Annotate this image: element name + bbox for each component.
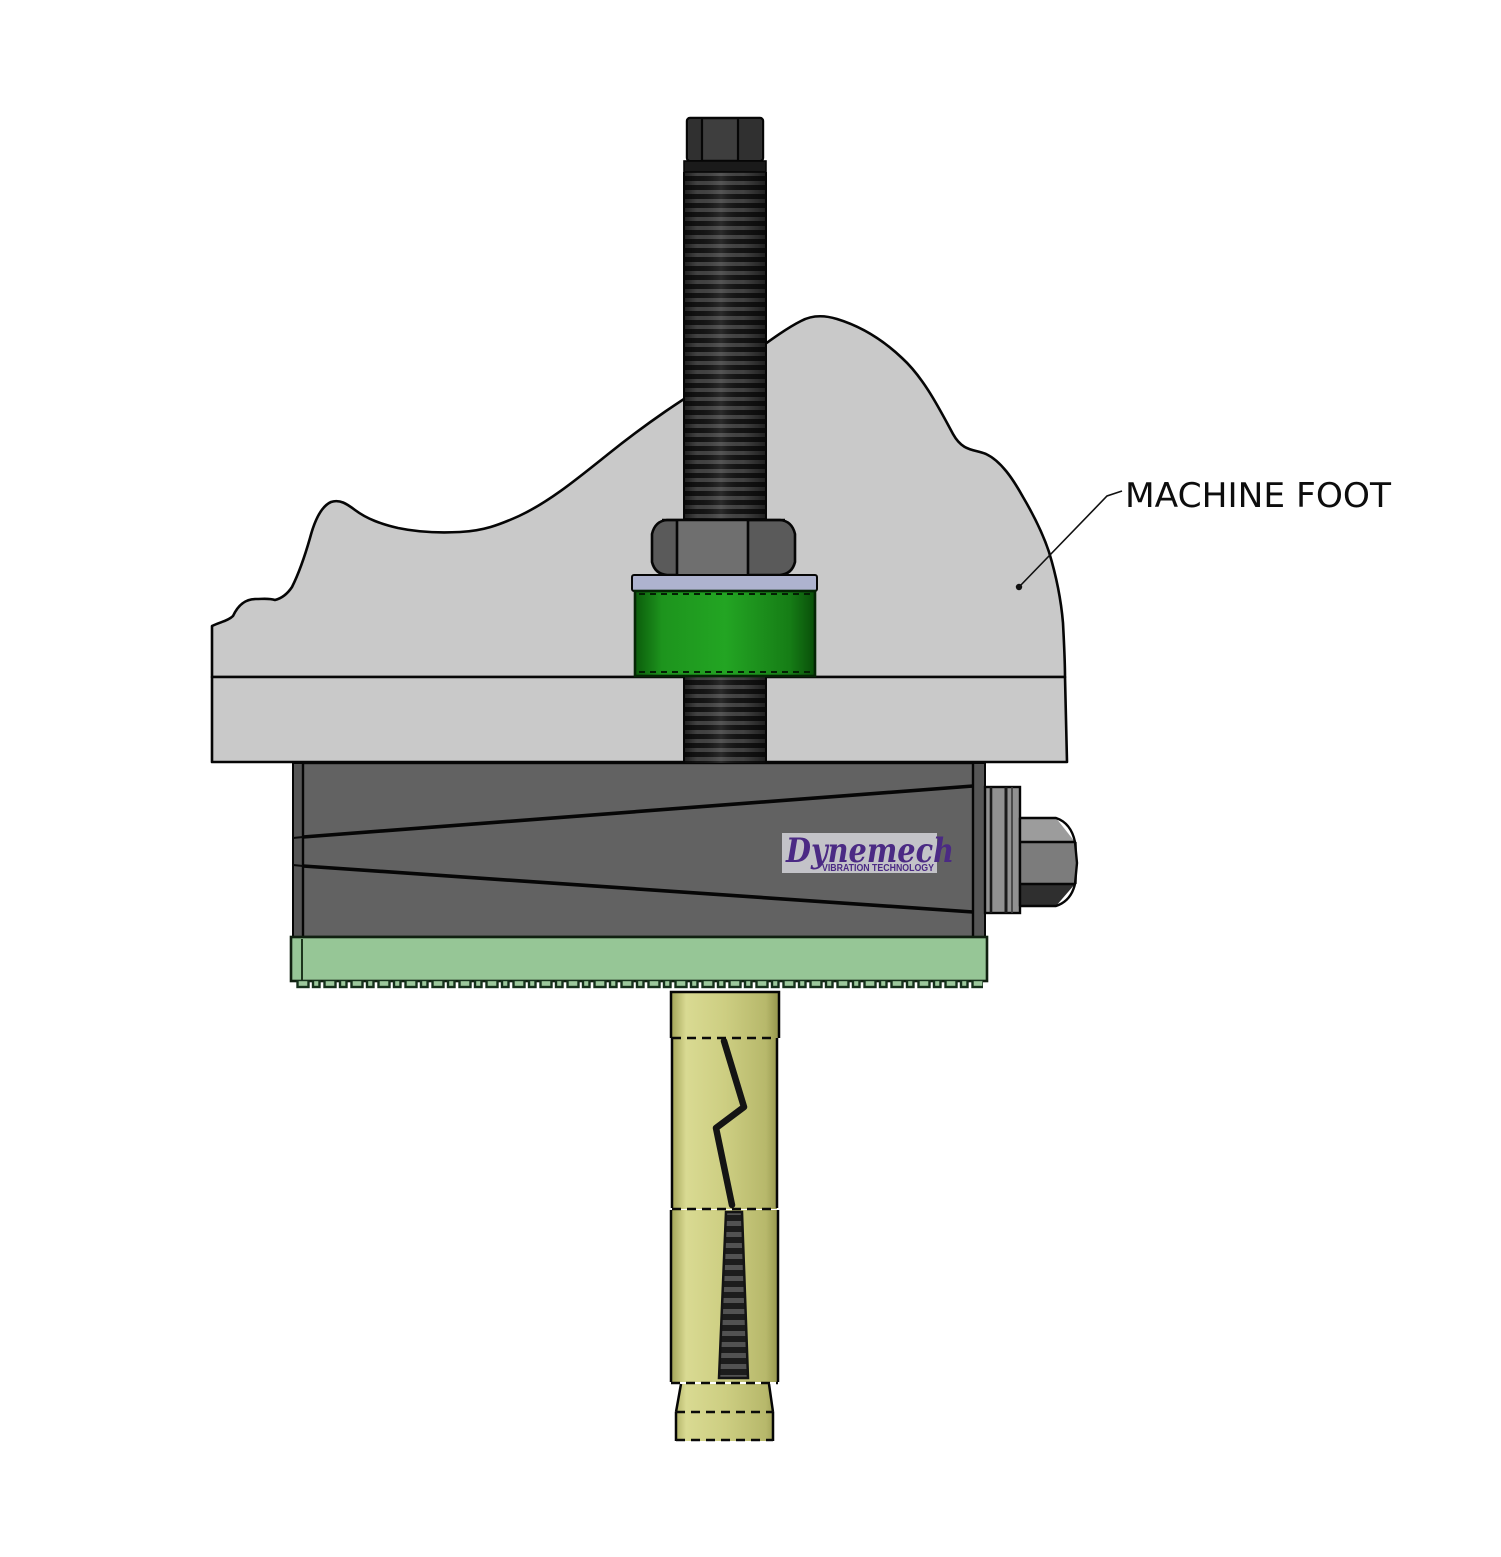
- side-nut-facet-mid: [1020, 842, 1077, 884]
- side-nut-facet-top: [1020, 818, 1075, 842]
- clamping-set: [631, 518, 818, 678]
- bolt-head-facet-left: [689, 120, 702, 159]
- top-hex-nut-center-facet: [677, 521, 748, 574]
- rubber-bushing: [633, 589, 817, 678]
- wedge-tick-upper: [292, 836, 304, 839]
- anchor-cone: [676, 1384, 773, 1412]
- side-clamp: [983, 785, 1079, 915]
- leader-line: [1018, 490, 1123, 588]
- annotation: MACHINE FOOT: [1015, 476, 1391, 591]
- threaded-rod-upper-shade: [684, 172, 766, 520]
- anchor-hidden-edges: [671, 1036, 778, 1442]
- side-hex-nut: [1018, 816, 1079, 908]
- anchor-tip: [676, 1412, 773, 1441]
- anti-vibration-pad: [289, 935, 989, 990]
- washer: [631, 574, 818, 592]
- machine-foot-label: MACHINE FOOT: [1125, 476, 1391, 516]
- logo-brand-text: Dynemech: [785, 831, 954, 871]
- machine-foot: [210, 314, 1069, 764]
- wedge-tick-lower: [292, 864, 304, 867]
- brand-logo: Dynemech VIBRATION TECHNOLOGY: [782, 831, 954, 874]
- mount-body-right-strip: [972, 762, 986, 938]
- logo-tagline-text: VIBRATION TECHNOLOGY: [822, 862, 934, 874]
- bolt-head-flange: [683, 160, 767, 173]
- machine-foot-plate: [210, 675, 1069, 764]
- logo-plate: [782, 833, 937, 873]
- mount-body: [292, 761, 986, 939]
- anchor-split-line: [712, 1037, 748, 1209]
- anchor-sleeve-top: [671, 992, 779, 1038]
- anchor-bolt: [669, 990, 781, 1442]
- pad-body: [289, 935, 989, 983]
- mount-body-left-strip: [292, 762, 304, 938]
- levelling-bolt: [683, 116, 767, 763]
- wedge-line-lower: [302, 864, 974, 914]
- side-nut-facet-bottom: [1020, 884, 1075, 906]
- anchor-edges: [669, 990, 781, 1441]
- pad-serration: [296, 980, 983, 990]
- machine-foot-shape: [210, 314, 1067, 679]
- wedge-line-upper: [302, 784, 974, 839]
- leader-dot: [1015, 583, 1023, 591]
- bolt-head: [683, 116, 767, 173]
- rod-outline: [683, 172, 767, 763]
- side-nut-outline: [1018, 816, 1079, 908]
- threaded-rod-lower-shade: [684, 676, 766, 763]
- anchor-slot: [717, 1210, 750, 1380]
- bolt-head-facet-right: [738, 120, 761, 159]
- top-hex-nut-facet-lines: [662, 518, 785, 574]
